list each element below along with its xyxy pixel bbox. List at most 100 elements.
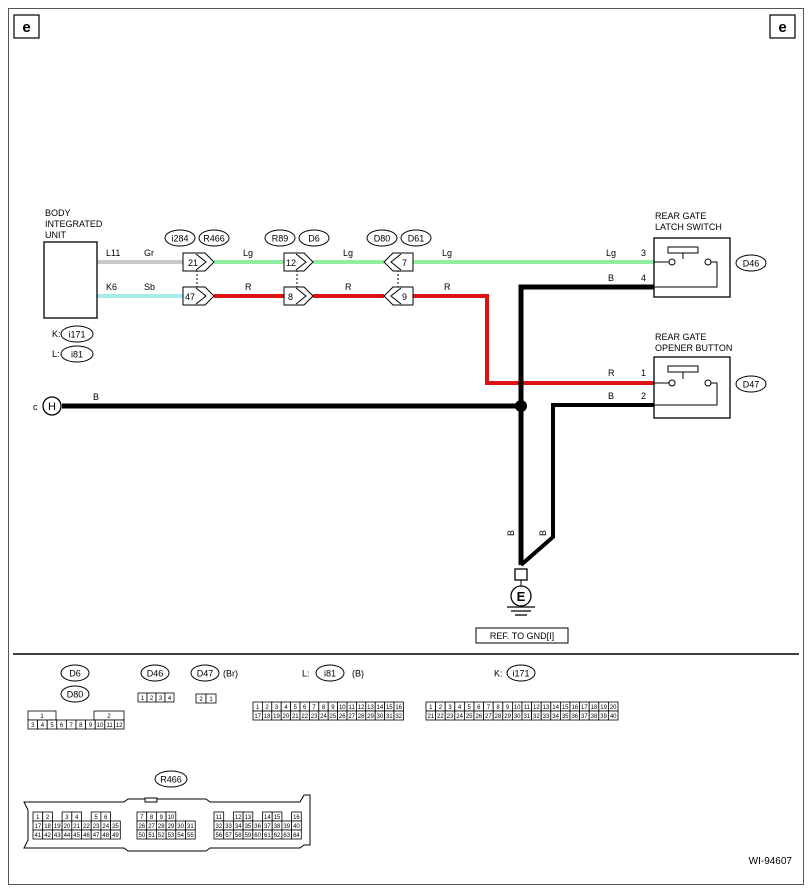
svg-text:1: 1: [641, 368, 646, 378]
pin-number: 5: [468, 705, 472, 711]
pin-number: 17: [581, 705, 588, 711]
svg-text:L:: L:: [302, 669, 310, 679]
corner-mark-right: e: [769, 14, 796, 39]
pin-number: 30: [377, 714, 384, 720]
pin-number: 31: [523, 714, 530, 720]
pin-number: 38: [591, 714, 598, 720]
pin-number: 1: [256, 705, 260, 711]
pin-number: 3: [31, 723, 35, 729]
pin-cell: [205, 693, 217, 704]
pin-number: 12: [235, 815, 242, 821]
svg-text:B: B: [538, 530, 548, 536]
pin-number: 50: [139, 833, 146, 839]
pin-number: 2: [150, 696, 154, 702]
pin-number: 17: [35, 824, 42, 830]
pin-number: 59: [245, 833, 252, 839]
body-unit-box: [43, 241, 98, 319]
pin-number: 21: [427, 714, 434, 720]
pin-number: 12: [358, 705, 365, 711]
pin-number: 12: [116, 723, 123, 729]
pin-number: 23: [447, 714, 454, 720]
pin-number: 11: [524, 705, 531, 711]
pin-number: 9: [89, 723, 93, 729]
pin-number: 36: [571, 714, 578, 720]
pin-number: 1: [429, 705, 433, 711]
svg-text:(Br): (Br): [223, 669, 238, 679]
svg-text:R89: R89: [272, 234, 289, 244]
svg-text:i81: i81: [324, 669, 336, 679]
pin-number: 1: [209, 697, 213, 703]
pin-number: 39: [283, 824, 290, 830]
pin-number: 26: [475, 714, 482, 720]
pin-number: 33: [543, 714, 550, 720]
svg-text:(B): (B): [352, 669, 364, 679]
svg-text:D6: D6: [69, 669, 81, 679]
pin-number: 9: [331, 705, 335, 711]
svg-text:47: 47: [185, 292, 195, 302]
svg-text:B: B: [608, 391, 614, 401]
pin-number: 31: [187, 824, 194, 830]
svg-text:21: 21: [188, 258, 198, 268]
pin-number: 34: [552, 714, 559, 720]
pin-number: 38: [274, 824, 281, 830]
pin-number: 58: [235, 833, 242, 839]
pin-number: 39: [600, 714, 607, 720]
pin-number: 3: [65, 815, 69, 821]
pin-number: 4: [41, 723, 45, 729]
svg-text:REAR GATE: REAR GATE: [655, 332, 706, 342]
svg-text:D46: D46: [743, 259, 760, 269]
svg-text:R: R: [345, 282, 352, 292]
pin-number: 63: [283, 833, 290, 839]
pin-number: 41: [35, 833, 42, 839]
pin-number: 37: [581, 714, 588, 720]
pin-number: 32: [216, 824, 223, 830]
ground-connector-left: c H: [33, 396, 62, 416]
pin-number: 54: [177, 833, 184, 839]
pin-number: 15: [562, 705, 569, 711]
pin-number: 17: [254, 714, 261, 720]
svg-text:D80: D80: [67, 690, 84, 700]
pin-cell: [608, 710, 619, 721]
pin-number: 27: [148, 824, 155, 830]
pin-number: 28: [158, 824, 165, 830]
svg-text:c: c: [33, 402, 38, 412]
pin-number: 11: [349, 705, 356, 711]
pin-cell: [291, 829, 302, 840]
pin-number: 3: [448, 705, 452, 711]
pin-number: 13: [543, 705, 550, 711]
rear-gate-latch-switch: REAR GATE LATCH SWITCH 3 4 D46: [641, 211, 767, 298]
pin-number: 45: [73, 833, 80, 839]
svg-text:2: 2: [641, 391, 646, 401]
pin-number: 15: [274, 815, 281, 821]
pin-cell: [114, 719, 125, 730]
pin-number: 16: [571, 705, 578, 711]
pin-number: 27: [485, 714, 492, 720]
pin-number: 14: [377, 705, 384, 711]
pin-number: 30: [514, 714, 521, 720]
pin-number: 5: [94, 815, 98, 821]
pin-number: 18: [264, 714, 271, 720]
svg-text:D6: D6: [308, 234, 320, 244]
pin-number: 6: [60, 723, 64, 729]
pin-number: 56: [216, 833, 223, 839]
pin-number: 7: [140, 815, 144, 821]
pin-cell: [393, 710, 404, 721]
svg-text:i171: i171: [68, 330, 85, 340]
pin-number: 1: [36, 815, 40, 821]
pin-number: 1: [141, 696, 145, 702]
pin-number: 16: [395, 705, 402, 711]
wire-labels: L11 Gr Lg Lg Lg Lg K6 Sb R R R B R B B B…: [93, 248, 616, 536]
svg-text:7: 7: [402, 258, 407, 268]
pin-number: 10: [514, 705, 521, 711]
pin-number: 20: [610, 705, 617, 711]
rear-gate-opener-button: REAR GATE OPENER BUTTON 1 2 D47: [641, 332, 767, 419]
pin-number: 28: [358, 714, 365, 720]
svg-text:Lg: Lg: [442, 248, 452, 258]
pin-number: 7: [487, 705, 491, 711]
pin-number: 19: [54, 824, 61, 830]
svg-text:Lg: Lg: [243, 248, 253, 258]
pin-number: 24: [456, 714, 463, 720]
svg-text:Lg: Lg: [606, 248, 616, 258]
pin-number: 21: [73, 824, 80, 830]
pin-number: 48: [102, 833, 109, 839]
